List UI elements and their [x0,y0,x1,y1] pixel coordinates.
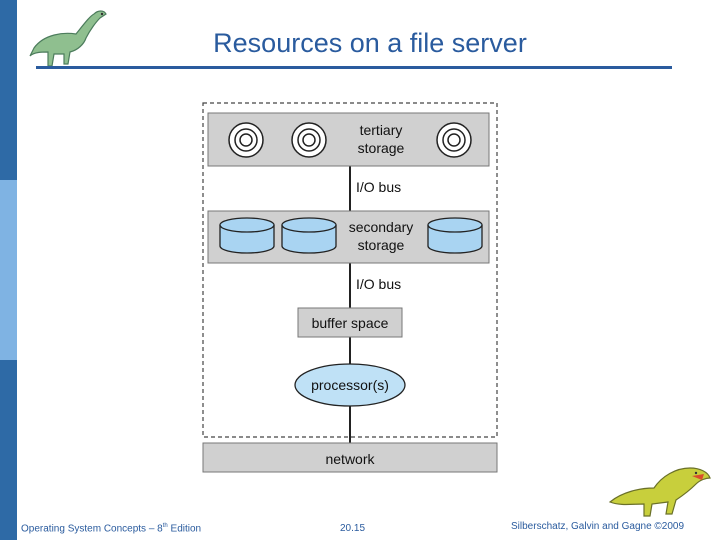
tape-reel-icon [228,122,264,158]
tape-reel-icon [291,122,327,158]
secondary-storage-box: secondary storage [207,210,490,264]
side-stripe-middle [0,180,17,360]
tertiary-storage-box: tertiary storage [207,112,490,167]
footer-edition-word: Edition [167,523,202,535]
footer-book-title: Operating System Concepts – 8th Edition [21,523,201,534]
disk-icon [281,217,337,254]
footer-slide-number: 20.15 [340,523,366,534]
side-stripe-bottom [0,360,17,540]
processor-node: processor(s) [294,363,406,407]
disk-icon [427,217,483,254]
buffer-space-box: buffer space [297,307,403,338]
title-underline [36,66,672,69]
server-boundary [202,102,498,438]
dinosaur-logo-bottom [608,467,711,517]
processor-label: processor(s) [311,377,389,393]
footer-edition-suffix: th [162,523,168,529]
disk-icon [219,217,275,254]
io-bus-label-bottom: I/O bus [356,276,401,292]
network-bar: network [202,442,498,473]
tertiary-label-line2: storage [358,140,405,156]
footer-book-title-main: Operating System Concepts – 8 [21,523,163,535]
tertiary-label-line1: tertiary [360,122,403,138]
dinosaur-logo-top [29,10,107,67]
network-label: network [325,451,375,467]
tape-reel-icon [436,122,472,158]
secondary-label-line2: storage [358,237,405,253]
buffer-space-label: buffer space [312,315,389,331]
footer-copyright: Silberschatz, Galvin and Gagne ©2009 [511,521,685,532]
io-bus-label-top: I/O bus [356,179,401,195]
secondary-label-line1: secondary [349,219,414,235]
slide-title: Resources on a file server [213,28,527,58]
side-stripe-top [0,0,17,180]
